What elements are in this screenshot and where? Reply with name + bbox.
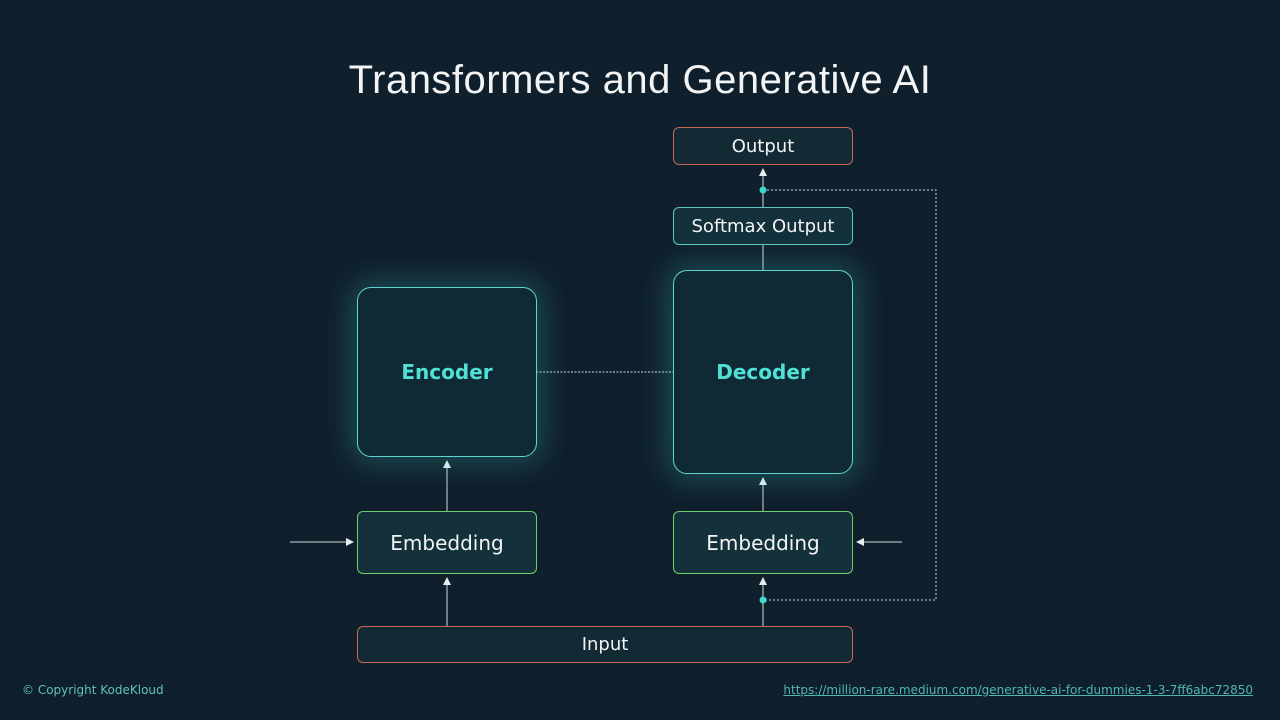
source-link[interactable]: https://million-rare.medium.com/generati… — [783, 683, 1253, 697]
embedding-left-box: Embedding — [357, 511, 537, 574]
softmax-output-box: Softmax Output — [673, 207, 853, 245]
feedback-node-bottom — [759, 596, 767, 604]
output-box: Output — [673, 127, 853, 165]
feedback-loop — [763, 189, 937, 601]
decoder-box: Decoder — [673, 270, 853, 474]
input-box: Input — [357, 626, 853, 663]
copyright-text: © Copyright KodeKloud — [22, 683, 164, 697]
embedding-right-box: Embedding — [673, 511, 853, 574]
slide-title: Transformers and Generative AI — [348, 58, 932, 102]
feedback-node-top — [759, 186, 767, 194]
encoder-box: Encoder — [357, 287, 537, 457]
